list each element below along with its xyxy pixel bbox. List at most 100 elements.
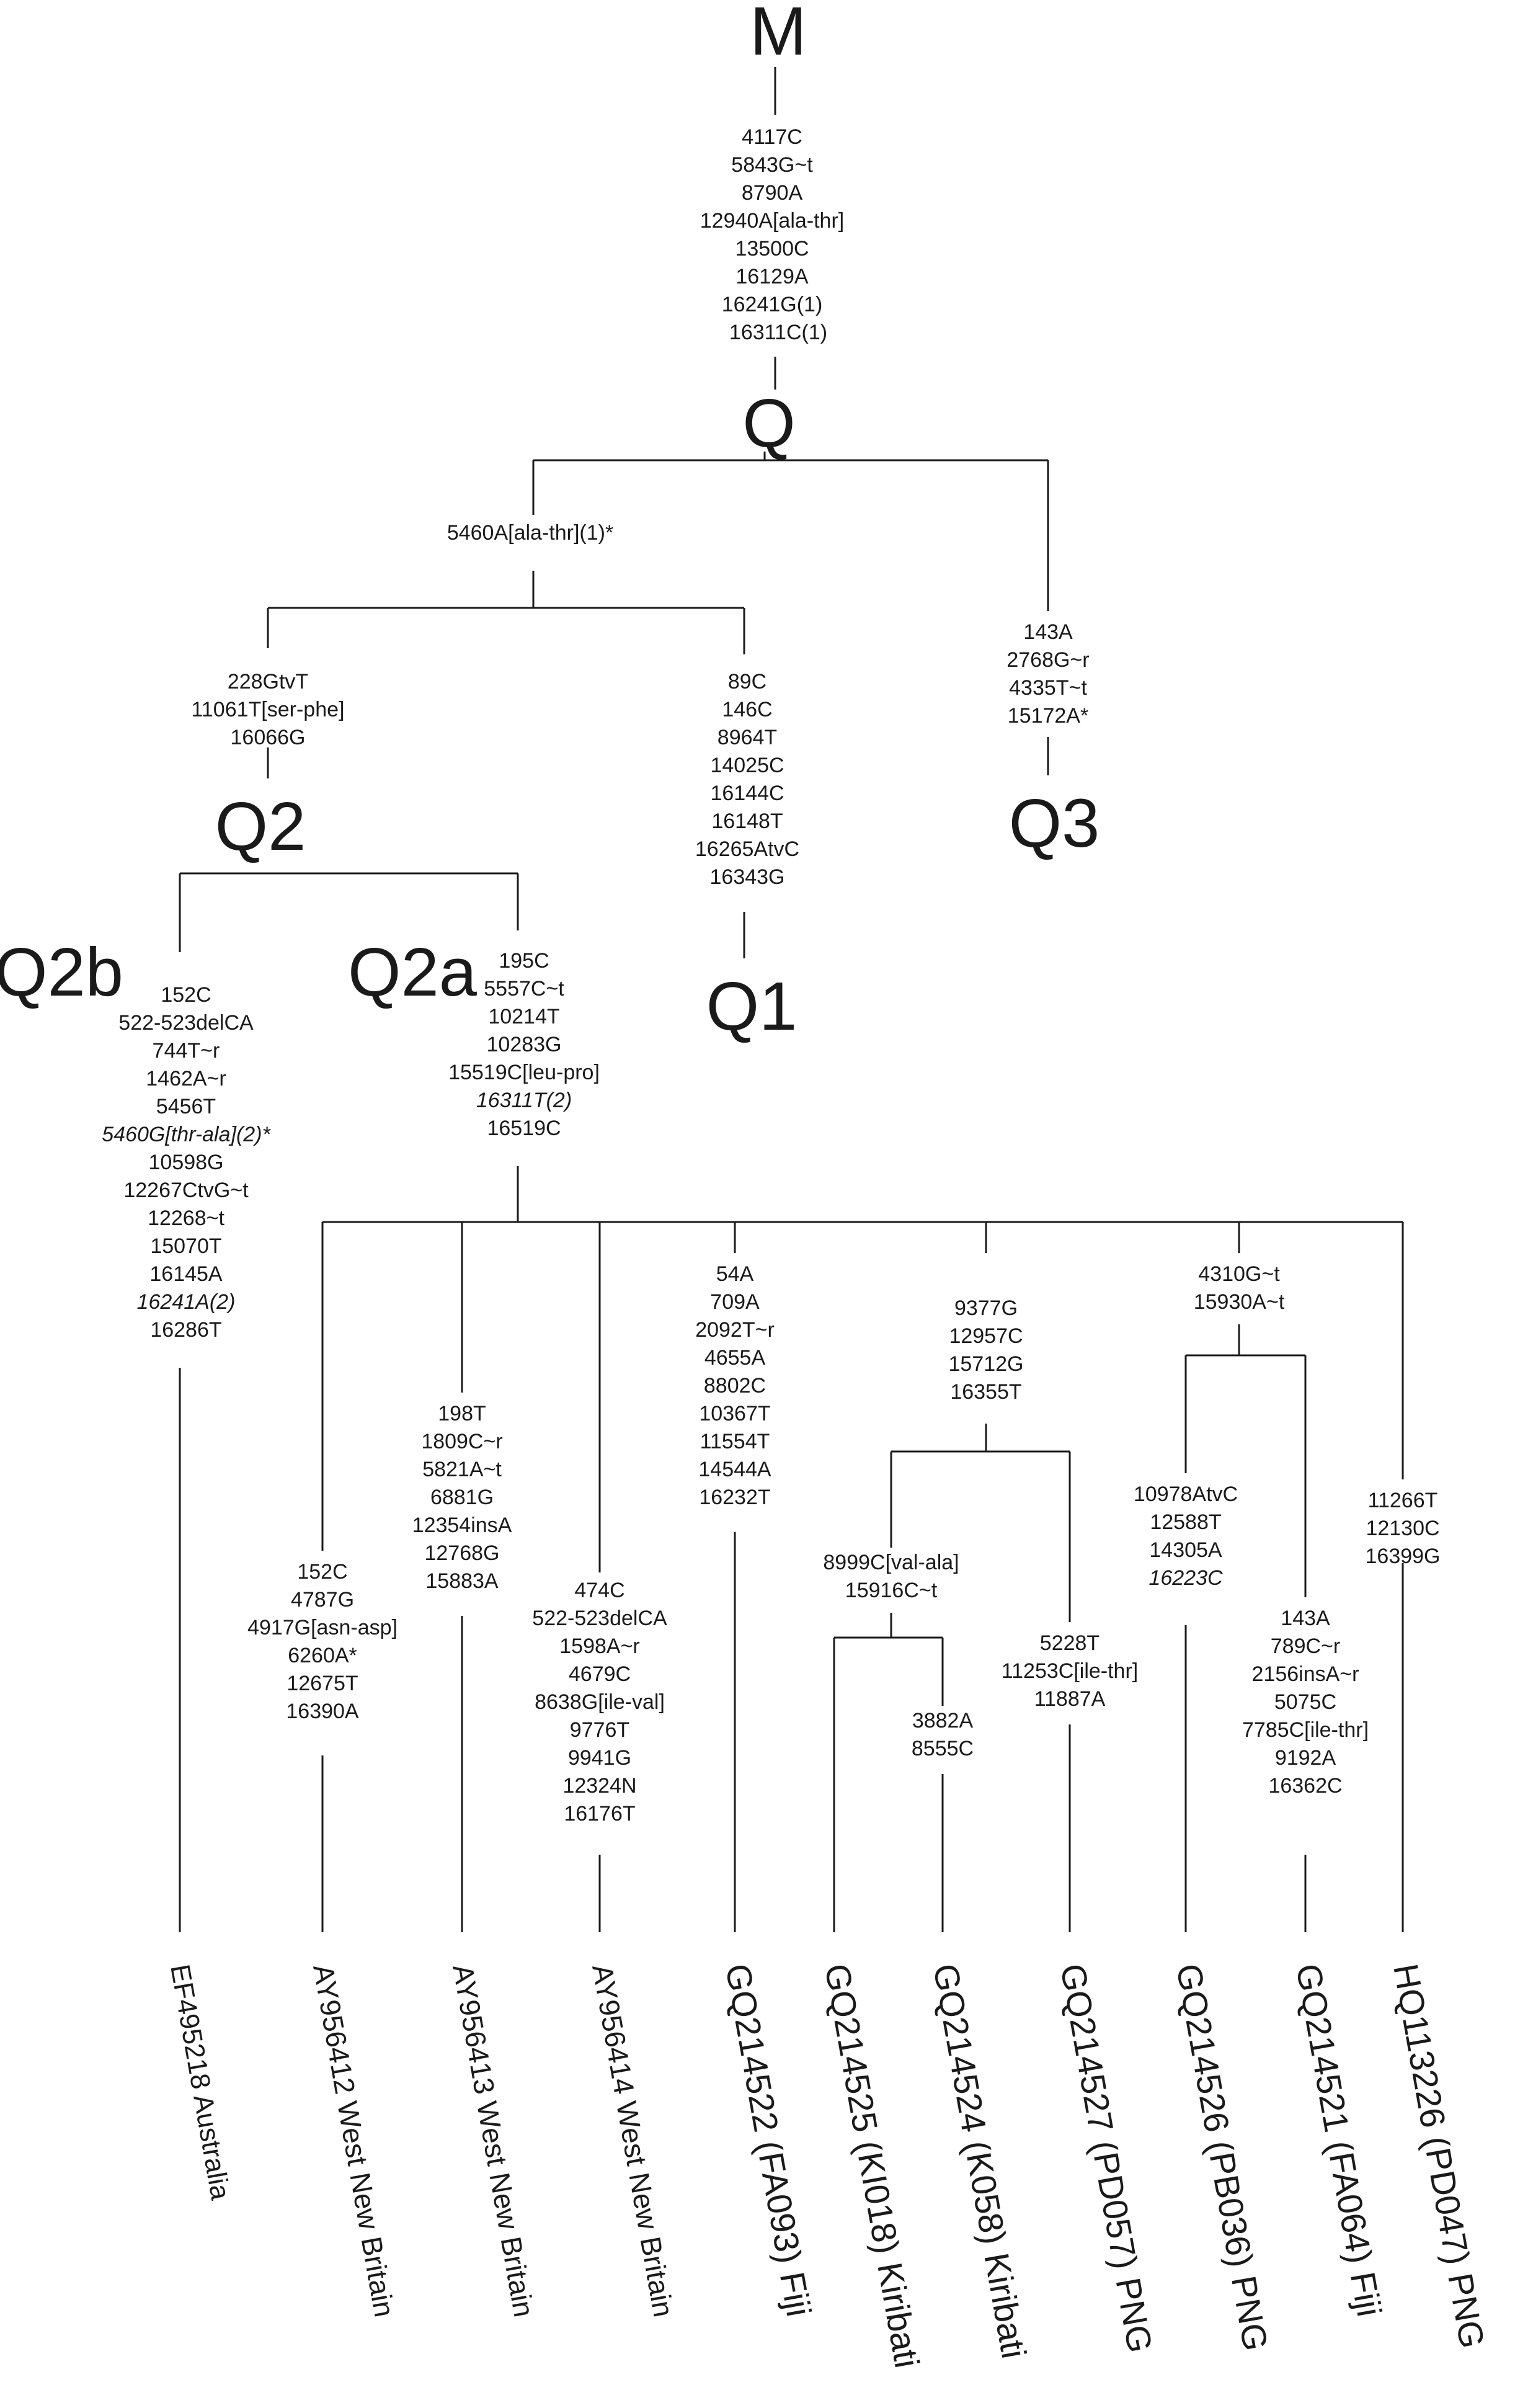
mutation-label: 10367T (699, 1402, 770, 1425)
mutation-label: 16311T(2) (476, 1089, 572, 1112)
mutation-label: 4917G[asn-asp] (247, 1616, 398, 1639)
mutation-label: 15519C[leu-pro] (448, 1061, 600, 1084)
mutation-label: 146C (722, 698, 772, 721)
tree-branches (179, 67, 1404, 1932)
mutation-label: 16265AtvC (695, 837, 799, 861)
mutation-label: 15172A* (1008, 704, 1088, 728)
haplogroup-label-Q2: Q2 (215, 788, 306, 865)
mutation-label: 14305A (1149, 1538, 1222, 1562)
haplogroup-label-Q1: Q1 (706, 968, 797, 1045)
mutation-label: 13500C (735, 237, 809, 261)
mutation-label: 89C (728, 670, 766, 693)
mutation-label: 6260A* (288, 1644, 357, 1667)
mutation-label: 8802C (704, 1374, 766, 1398)
mutation-label: 12588T (1150, 1510, 1221, 1534)
mutation-label: 16399G (1366, 1545, 1441, 1568)
leaf-label: GQ214522 (FA093) Fiji (718, 1961, 819, 2319)
mutation-label: 16362C (1268, 1774, 1342, 1798)
mutation-label: 3882A (912, 1709, 974, 1732)
mutation-label: 744T~r (153, 1039, 220, 1063)
mutation-label: 11554T (700, 1430, 770, 1453)
mutation-label: 15712G (949, 1352, 1024, 1376)
mutation-label: 6881G (430, 1486, 494, 1509)
mutation-label: 522-523delCA (118, 1011, 254, 1035)
haplogroup-label-Q2b: Q2b (0, 934, 123, 1010)
mutation-label: 16286T (150, 1318, 221, 1342)
mutation-label: 16148T (711, 809, 783, 833)
mutation-label: 709A (710, 1290, 760, 1314)
mutation-label: 11887A (1034, 1687, 1106, 1711)
mutation-label: 5557C~t (484, 977, 564, 1001)
mutation-label: 4310G~t (1198, 1262, 1280, 1286)
mutation-label: 5456T (156, 1095, 216, 1118)
mutation-label: 152C (161, 983, 211, 1007)
mutation-label: 2768G~r (1006, 648, 1089, 672)
mutation-label: 8638G[ile-val] (535, 1690, 665, 1714)
mutation-label: 195C (499, 949, 549, 973)
mutation-label: 5075C (1274, 1690, 1336, 1714)
mutation-label: 16232T (699, 1486, 770, 1509)
leaf-label: GQ214524 (K058) Kiribati (926, 1961, 1034, 2361)
mutation-label: 1462A~r (146, 1067, 226, 1090)
leaf-label: AY956412 West New Britain (307, 1962, 401, 2319)
mutation-label: 5460A[ala-thr](1)* (447, 521, 613, 545)
mutation-label: 198T (438, 1402, 486, 1425)
mutation-label: 12940A[ala-thr] (700, 209, 845, 233)
mutation-label: 143A (1023, 620, 1073, 644)
mutation-label: 7785C[ile-thr] (1242, 1718, 1369, 1742)
mutation-label: 4117C (742, 125, 802, 149)
leaf-label: AY956414 West New Britain (586, 1962, 680, 2319)
mutation-labels: 4117C 5843G~t 8790A 12940A[ala-thr] 1350… (102, 125, 1440, 1826)
mutation-label: 10598G (149, 1151, 224, 1174)
mutation-label: 9941G (568, 1746, 631, 1770)
mutation-label: 15883A (425, 1569, 499, 1593)
mutation-label: 12324N (562, 1774, 636, 1798)
mutation-label: 4335T~t (1009, 676, 1087, 700)
mutation-label: 5460G[thr-ala](2)* (102, 1123, 271, 1146)
mutation-label: 16241A(2) (137, 1290, 236, 1314)
mutation-label: 789C~r (1271, 1634, 1340, 1658)
mutation-label: 5843G~t (731, 153, 813, 177)
mutation-label: 10978AtvC (1134, 1483, 1238, 1506)
leaf-label: GQ214525 (KI018) Kiribati (817, 1961, 927, 2371)
mutation-label: 16311C(1) (729, 321, 827, 344)
mutation-label: 12354insA (412, 1514, 512, 1537)
mutation-label: 14544A (698, 1458, 771, 1481)
leaf-label: GQ214526 (PB036) PNG (1169, 1961, 1276, 2353)
mutation-label: 10283G (487, 1033, 562, 1056)
mutation-label: 8964T (718, 726, 777, 749)
mutation-label: 2156insA~r (1252, 1662, 1359, 1686)
leaf-label: EF495218 Australia (164, 1962, 236, 2202)
mutation-label: 11266T (1368, 1489, 1438, 1512)
mutation-label: 474C (574, 1579, 624, 1602)
mutation-label: 16176T (564, 1802, 635, 1826)
mutation-label: 15916C~t (845, 1579, 938, 1602)
haplogroup-labels: M Q Q2 Q3 Q2b Q2a Q1 (0, 0, 1100, 1045)
mutation-label: 16390A (286, 1700, 359, 1723)
haplogroup-label-Q: Q (742, 385, 796, 462)
mutation-label: 2092T~r (695, 1318, 775, 1342)
mutation-label: 1598A~r (559, 1634, 640, 1658)
mutation-label: 14025C (710, 754, 784, 777)
mutation-label: 8790A (742, 181, 803, 205)
mutation-label: 9377G (954, 1296, 1018, 1320)
mutation-label: 8555C (912, 1737, 974, 1760)
mutation-label: 16241G(1) (722, 293, 823, 316)
mutation-label: 12130C (1366, 1517, 1439, 1540)
leaf-label: HQ113226 (PD047) PNG (1386, 1961, 1492, 2351)
mutation-label: 12768G (425, 1541, 500, 1565)
mutation-label: 152C (297, 1560, 347, 1584)
haplogroup-label-Q3: Q3 (1009, 785, 1100, 862)
mutation-label: 54A (716, 1262, 754, 1286)
mutation-label: 15070T (150, 1234, 221, 1258)
mutation-label: 16355T (950, 1380, 1021, 1404)
mutation-label: 228GtvT (228, 670, 308, 693)
mutation-label: 522-523delCA (532, 1607, 667, 1630)
mutation-label: 16343G (710, 865, 785, 889)
mutation-label: 9776T (570, 1718, 629, 1742)
leaf-labels: EF495218 Australia AY956412 West New Bri… (164, 1961, 1492, 2371)
mutation-label: 4655A (704, 1346, 766, 1370)
mutation-label: 12957C (949, 1324, 1023, 1348)
leaf-label: AY956413 West New Britain (447, 1962, 540, 2319)
